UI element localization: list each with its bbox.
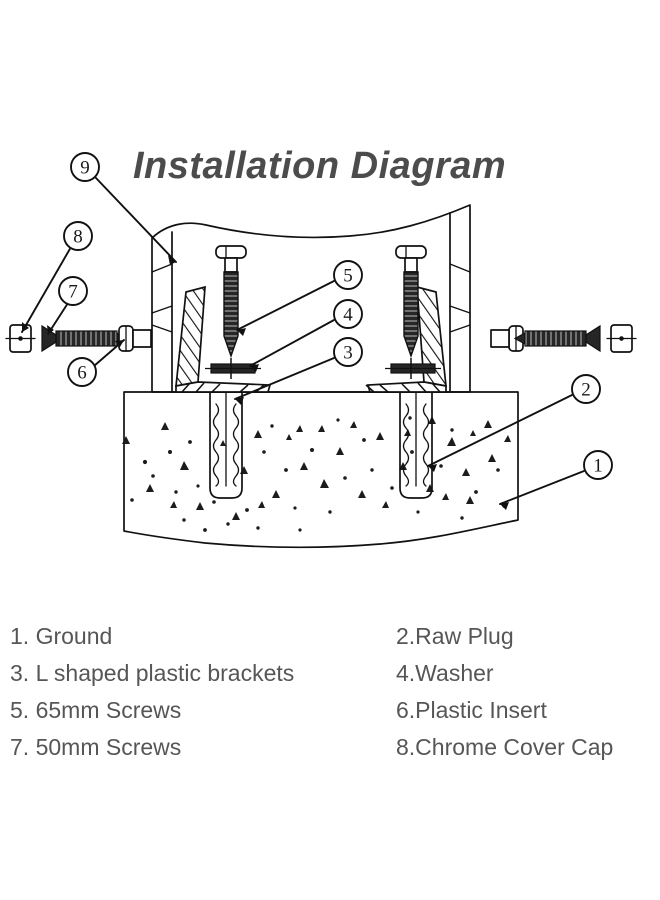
- legend-item-5: 5. 65mm Screws: [10, 697, 181, 723]
- screw-50mm-shaft-right: [524, 330, 587, 347]
- leader-lines: [21, 177, 585, 510]
- legend-item-6: 6.Plastic Insert: [396, 697, 547, 723]
- callout-9-label: 9: [80, 158, 90, 179]
- callout-3-label: 3: [343, 343, 353, 364]
- callout-1-label: 1: [593, 456, 603, 477]
- legend-item-4: 4.Washer: [396, 660, 494, 686]
- legend-item-3: 3. L shaped plastic brackets: [10, 660, 294, 686]
- callout-2-label: 2: [581, 380, 591, 401]
- screw-thread-right: [403, 271, 419, 359]
- chrome-cover-cap-right: [606, 324, 637, 353]
- post-column: [151, 204, 471, 393]
- callout-6[interactable]: 6: [67, 357, 97, 387]
- screw-assembly-left: [5, 324, 152, 353]
- callout-8[interactable]: 8: [63, 221, 93, 251]
- callout-5[interactable]: 5: [333, 260, 363, 290]
- l-bracket-right: [365, 285, 447, 393]
- legend-item-2: 2.Raw Plug: [396, 623, 514, 649]
- callout-9[interactable]: 9: [70, 152, 100, 182]
- legend: 1. Ground 3. L shaped plastic brackets 5…: [10, 623, 613, 760]
- screw-thread-left: [223, 271, 239, 359]
- callout-2[interactable]: 2: [571, 374, 601, 404]
- chrome-cover-cap-left: [5, 324, 36, 353]
- legend-item-1: 1. Ground: [10, 623, 112, 649]
- callout-7[interactable]: 7: [58, 276, 88, 306]
- washer-right: [385, 358, 441, 379]
- callout-4-label: 4: [343, 305, 353, 326]
- ground-block: [122, 391, 519, 549]
- plastic-insert-left: [118, 325, 152, 352]
- raw-plug-left: [209, 391, 243, 499]
- concrete-aggregate: [122, 416, 511, 520]
- screw-65mm-left: [215, 245, 247, 359]
- raw-plug-right: [399, 391, 433, 499]
- screw-assembly-right: [490, 324, 637, 353]
- screw-65mm-right: [395, 245, 427, 359]
- callout-5-label: 5: [343, 266, 353, 287]
- legend-item-7: 7. 50mm Screws: [10, 734, 181, 760]
- callout-3[interactable]: 3: [333, 337, 363, 367]
- l-bracket-left: [175, 285, 272, 393]
- callout-6-label: 6: [77, 363, 87, 384]
- callout-7-label: 7: [68, 282, 78, 303]
- callout-8-label: 8: [73, 227, 83, 248]
- page-title: Installation Diagram: [133, 145, 506, 187]
- concrete-specks: [130, 416, 506, 532]
- callout-1[interactable]: 1: [583, 450, 613, 480]
- legend-item-8: 8.Chrome Cover Cap: [396, 734, 613, 760]
- screw-50mm-shaft-left: [55, 330, 118, 347]
- callout-4[interactable]: 4: [333, 299, 363, 329]
